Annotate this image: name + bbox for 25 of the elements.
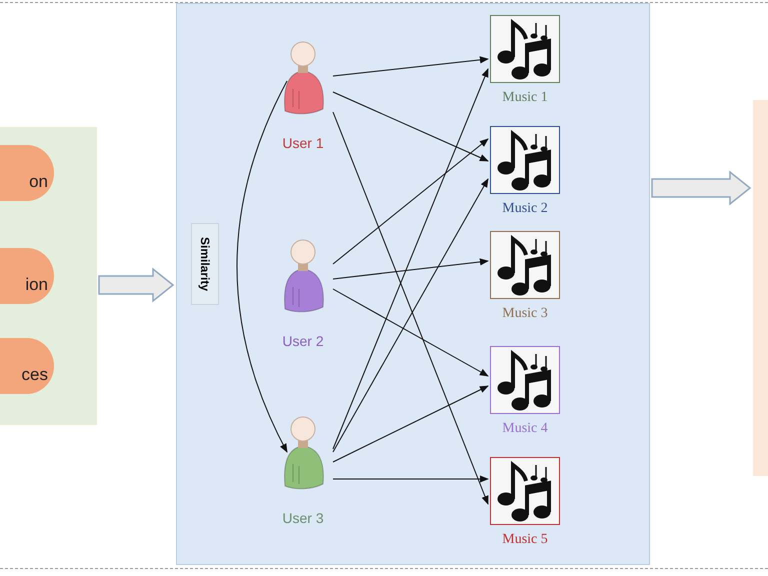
arrow — [332, 138, 489, 264]
music-label: Music 5 — [501, 532, 549, 548]
panel-background — [176, 3, 650, 565]
music-label: Music 3 — [501, 306, 549, 322]
block-arrow — [651, 170, 752, 206]
arrow — [332, 112, 488, 505]
music-label: Music 4 — [501, 421, 549, 437]
panel-background — [0, 127, 97, 425]
arrow — [332, 92, 489, 162]
user-label: User 3 — [281, 510, 325, 526]
user-label: User 1 — [281, 135, 325, 151]
panel-background — [753, 100, 768, 476]
similarity-label: Similarity — [191, 223, 219, 305]
block-arrow — [98, 267, 174, 303]
music-label: Music 1 — [501, 90, 549, 106]
arrow — [332, 258, 489, 280]
arrow — [332, 288, 489, 376]
arrow — [332, 386, 489, 462]
user-label: User 2 — [281, 333, 325, 349]
music-label: Music 2 — [501, 201, 549, 217]
arrow — [332, 68, 488, 450]
arrow — [332, 56, 489, 76]
arrow — [236, 80, 288, 453]
arrow — [332, 475, 489, 483]
arrow — [332, 178, 488, 452]
